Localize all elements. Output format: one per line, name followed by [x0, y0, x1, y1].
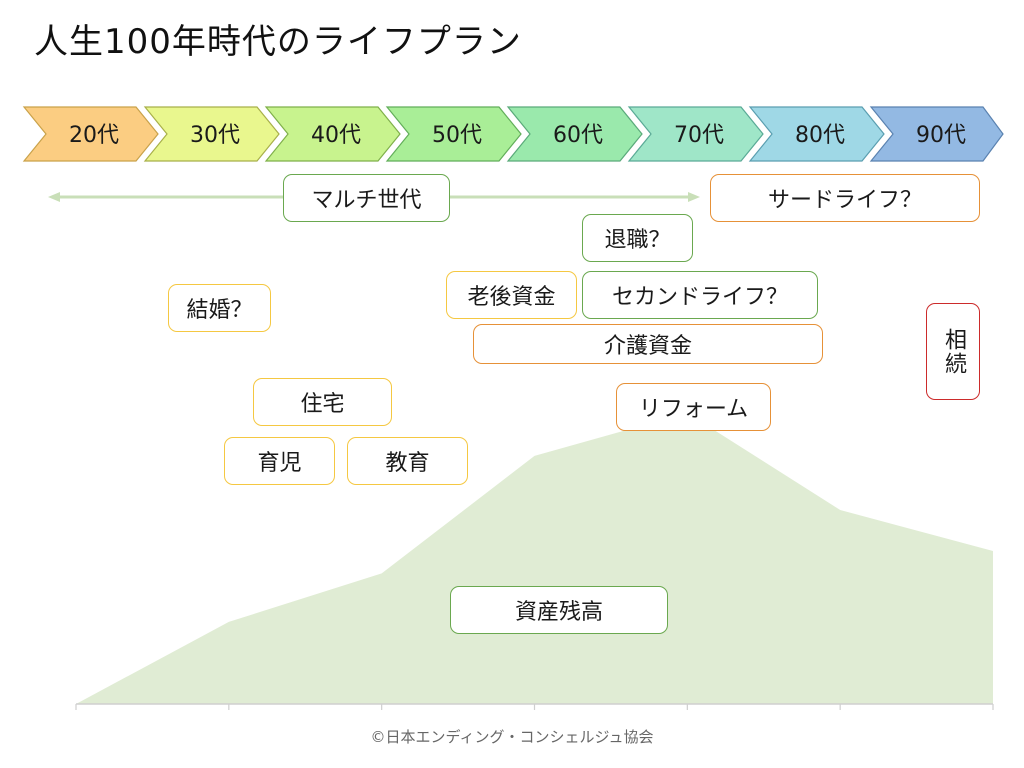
event-care-funds: 介護資金 — [473, 324, 823, 364]
chevron-40s: 40代 — [264, 106, 401, 162]
chevron-80s: 80代 — [748, 106, 885, 162]
event-childcare: 育児 — [224, 437, 335, 485]
event-second-life: セカンドライフ？ — [582, 271, 818, 319]
chevron-label: 50代 — [432, 123, 482, 148]
chevron-60s: 60代 — [506, 106, 643, 162]
chevron-label: 40代 — [311, 123, 361, 148]
event-retirement: 退職？ — [582, 214, 693, 262]
chevron-50s: 50代 — [385, 106, 522, 162]
chevron-90s: 90代 — [869, 106, 1004, 162]
chevron-label: 70代 — [674, 123, 724, 148]
page-title: 人生100年時代のライフプラン — [34, 22, 522, 62]
chevron-70s: 70代 — [627, 106, 764, 162]
chevron-label: 60代 — [553, 123, 603, 148]
chevron-label: 90代 — [916, 123, 966, 148]
chart-axis-ticks — [75, 704, 994, 710]
label-asset-balance: 資産残高 — [450, 586, 668, 634]
chevron-30s: 30代 — [143, 106, 280, 162]
asset-balance-area — [76, 413, 993, 704]
copyright-footer: ©日本エンディング・コンシェルジュ協会 — [370, 728, 654, 746]
event-reform: リフォーム — [616, 383, 771, 431]
chevron-label: 30代 — [190, 123, 240, 148]
event-retirement-funds: 老後資金 — [446, 271, 577, 319]
chevron-20s: 20代 — [22, 106, 159, 162]
event-multi-generation: マルチ世代 — [283, 174, 450, 222]
event-marriage: 結婚？ — [168, 284, 271, 332]
event-education: 教育 — [347, 437, 468, 485]
event-third-life: サードライフ？ — [710, 174, 980, 222]
event-inheritance: 相続 — [926, 303, 980, 400]
chevron-label: 80代 — [795, 123, 845, 148]
chevron-label: 20代 — [69, 123, 119, 148]
event-housing: 住宅 — [253, 378, 392, 426]
